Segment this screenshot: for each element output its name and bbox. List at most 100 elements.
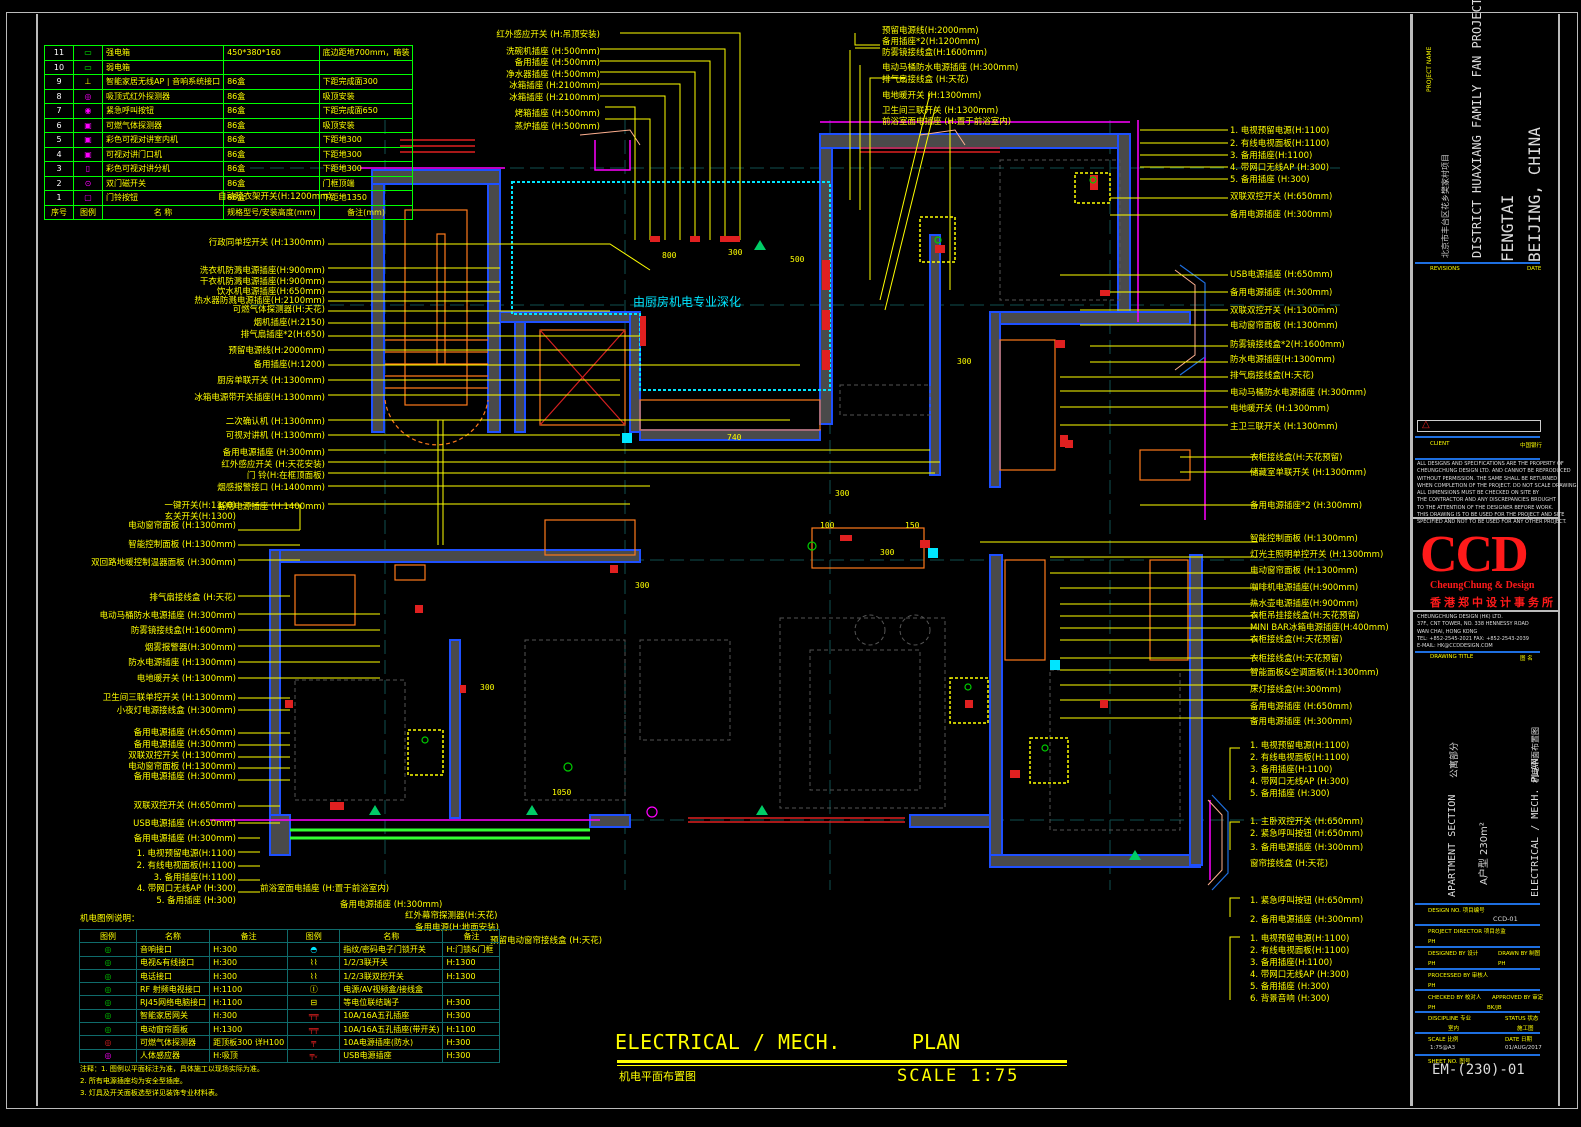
callout-label: 4. 带网口无线AP (H:300) [1250, 970, 1350, 980]
company-line: WAN CHAI, HONG KONG [1417, 628, 1478, 635]
unit-type: A户型 230m² [1479, 822, 1490, 885]
callout-label: 冰箱电源带开关插座(H:1300mm) [194, 393, 325, 403]
device-symbol-icon: ◎ [79, 1035, 137, 1050]
dimension-label: 1050 [552, 788, 571, 797]
dimension-label: 100 [820, 521, 835, 530]
legend-row: 9 ⊥ 智能家居无线AP | 音响系统接口 86盒 下距完成面300 [44, 74, 414, 90]
callout-label: 衣柜吊挂接线盒(H:天花预留) [1250, 611, 1360, 621]
callout-label: 防雾镜接线盒*2(H:1600mm) [1230, 340, 1345, 350]
legend-row: 10 ▭ 弱电箱 [44, 59, 414, 75]
callout-label: 智能面板&空调面板(H:1300mm) [1250, 668, 1379, 678]
callout-label: 烟机插座(H:2150) [253, 318, 325, 328]
mech-legend-name: 10A/16A五孔插座(带开关) [339, 1022, 444, 1037]
callout-label: 2. 有线电视面板(H:1100) [1250, 946, 1350, 956]
callout-label: 智能控制面板 (H:1300mm) [1250, 534, 1358, 544]
legend-row: 8 ◎ 吸顶式红外探测器 86盒 吸顶安装 [44, 88, 414, 104]
callout-label: 双联双控开关 (H:1300mm) [1230, 306, 1338, 316]
mech-legend-height: H:300 [209, 942, 289, 957]
title-block-rule [1415, 262, 1540, 264]
mech-legend-name: RJ45网络电脑接口 [135, 995, 211, 1010]
callout-label: USB电源插座 (H:650mm) [133, 819, 236, 829]
title-block-rule [1415, 903, 1540, 905]
callout-label: 1. 紧急呼叫按钮 (H:650mm) [1250, 896, 1364, 906]
callout-label: 备用电源插座 (H:300mm) [222, 448, 325, 458]
mech-legend-name: 电话接口 [135, 968, 211, 984]
drawn-by-label: DRAWN BY 制图 [1498, 951, 1541, 957]
drawing-frame-inner [36, 14, 1560, 1106]
mech-legend-height: H:300 [442, 1035, 501, 1050]
legend-row-number: 4 [44, 146, 74, 162]
callout-label: 备用电源插座 (H:1400mm) [217, 502, 325, 512]
dimension-labels: 800 300 500 740 300 100 150 300 1050 300… [480, 248, 972, 797]
legend-overflow-note: 自动晾衣架开关(H:1200mm) [218, 192, 332, 202]
switch-socket-icon: ⌇⌇ [287, 955, 341, 970]
dimension-label: 300 [880, 548, 895, 557]
company-address: CHEUNGCHUNG DESIGN (HK) LTD.37F., CNT TO… [1417, 614, 1529, 650]
switch-socket-icon: ╤╤ [287, 1022, 341, 1037]
legend-row: 3 ▯ 彩色可视对讲分机 86盒 下距地300 [44, 161, 414, 177]
title-block-rule [1415, 1054, 1540, 1056]
callout-label: 防水电源插座 (H:1300mm) [128, 658, 236, 668]
discipline-label: DISCIPLINE 专业 [1428, 1016, 1472, 1022]
legend-row-note: 下距地300 [318, 132, 414, 148]
callout-label: 备用电源插座 (H:650mm) [133, 728, 236, 738]
legend-row-number: 5 [44, 132, 74, 148]
mech-legend-height: H:吸顶 [209, 1048, 289, 1063]
device-symbol-icon: ◎ [79, 995, 137, 1010]
legend-row-note: 下距地300 [318, 161, 414, 177]
callout-label: 饮水机电源插座(H:650mm) [216, 287, 325, 297]
switch-socket-icon: ⊟ [287, 995, 341, 1010]
project-director-value: PH [1428, 939, 1436, 945]
callout-label: 4. 带网口无线AP (H:300) [136, 884, 236, 894]
mech-legend-row: ◎ 电视&有线接口 H:300 ⌇⌇ 1/2/3联开关 H:1300 [79, 955, 501, 970]
date-label: DATE [1527, 266, 1542, 272]
legend-row-note: 底边距地700mm，暗装 [318, 45, 414, 61]
mech-legend-header-cell: 图例 [287, 928, 341, 944]
mech-legend-height: H:300 [209, 968, 289, 984]
callout-label: 预留电源线(H:2000mm) [882, 26, 979, 36]
doorbell-icon: ▢ [73, 190, 103, 206]
callout-label: 洗碗机插座 (H:500mm) [506, 47, 600, 57]
legend-row-number: 6 [44, 117, 74, 133]
client-value: 中国银行 [1520, 443, 1543, 449]
checked-by-value: PH [1428, 1005, 1436, 1011]
switch-socket-icon: ◓ [287, 942, 341, 957]
mech-legend-name: 音响接口 [135, 942, 211, 957]
callout-label: 冰箱插座 (H:2100mm) [509, 93, 600, 103]
legend-row-number: 11 [44, 45, 74, 61]
callout-label: 5. 备用插座 (H:300) [1230, 175, 1310, 185]
callout-label: 可燃气体探测器(H:天花) [232, 305, 325, 315]
drawn-by-value: PH [1498, 961, 1506, 967]
callout-label: 1. 电视预留电源(H:1100) [1230, 126, 1330, 136]
device-symbol-icon: ◎ [79, 942, 137, 957]
callout-label: 卫生间三联开关 (H:1300mm) [882, 106, 999, 116]
date-value: 01/AUG/2017 [1505, 1045, 1542, 1051]
callout-label: 排气扇接线盒(H:天花) [1230, 371, 1314, 381]
callout-label: 电动马桶防水电源插座 (H:300mm) [1230, 388, 1367, 398]
mech-legend-height: H:1300 [442, 955, 501, 970]
callout-label: 1. 电视预留电源(H:1100) [1250, 741, 1350, 751]
title-block-rule [1415, 1011, 1540, 1013]
callout-label: 床灯接线盒(H:300mm) [1250, 685, 1342, 695]
drawing-number: EM-(230)-01 [1432, 1062, 1525, 1078]
disclaimer-line: CHEUNGCHUNG DESIGN LTD. AND CANNOT BE RE… [1417, 468, 1571, 475]
mech-legend-height: H:1100 [442, 1022, 501, 1037]
callout-label: 2. 有线电视面板(H:1100) [1230, 139, 1330, 149]
callout-label: 净水器插座 (H:500mm) [506, 70, 600, 80]
revision-box: △ [1417, 419, 1541, 432]
callout-label: 4. 带网口无线AP (H:300) [1250, 777, 1350, 787]
ccd-logo: CCD [1420, 526, 1529, 583]
callout-label: 蒸炉插座 (H:500mm) [514, 122, 600, 132]
callout-label: 4. 带网口无线AP (H:300) [1230, 163, 1330, 173]
drawing-frame-outer [6, 12, 1578, 1109]
callout-label: 6. 背景音响 (H:300) [1250, 994, 1330, 1004]
processed-by-label: PROCESSED BY 审核人 [1428, 973, 1489, 979]
mech-legend-name: 10A电源插座(防水) [339, 1035, 444, 1050]
gas-icon: ▣ [73, 117, 103, 133]
revisions-label: REVISIONS [1430, 266, 1460, 272]
legend-header-cell: 名 称 [101, 204, 225, 220]
callout-label: 备用电源插座 (H:300mm) [133, 740, 236, 750]
dimension-label: 300 [635, 581, 650, 590]
dimension-label: 500 [790, 255, 805, 264]
callout-label: 热水壶电源插座(H:900mm) [1250, 599, 1359, 609]
